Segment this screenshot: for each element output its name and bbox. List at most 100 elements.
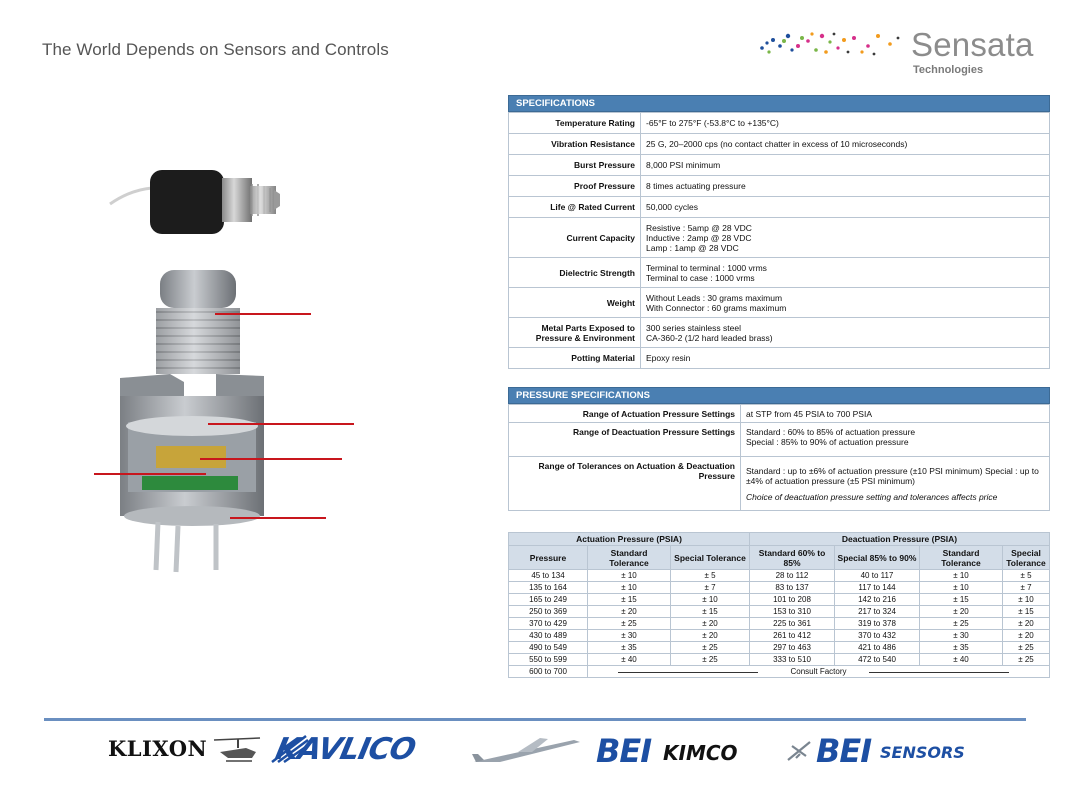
pressure-spec-note: Choice of deactuation pressure setting a… <box>746 491 998 502</box>
table-cell: ± 7 <box>670 581 750 594</box>
pressure-specifications-title: PRESSURE SPECIFICATIONS <box>508 387 1050 404</box>
callout-line-contacts <box>94 473 206 475</box>
pressure-spec-value: Standard : 60% to 85% of actuation press… <box>740 422 1050 457</box>
divider-line <box>869 671 1009 673</box>
footer-divider <box>44 718 1026 721</box>
callout-line-diaphragm <box>208 423 354 425</box>
table-cell: ± 15 <box>919 593 1003 606</box>
table-cell: ± 15 <box>670 605 750 618</box>
table-cell: 297 to 463 <box>749 641 835 654</box>
table-cell: ± 20 <box>670 617 750 630</box>
logo-subtitle: Technologies <box>913 64 984 76</box>
column-header: Special Tolerance <box>1002 545 1050 570</box>
table-cell: ± 40 <box>587 653 671 666</box>
table-cell: 135 to 164 <box>508 581 588 594</box>
spec-value: 50,000 cycles <box>640 196 1050 218</box>
logo-name: Sensata <box>911 26 1034 63</box>
table-cell: ± 35 <box>919 641 1003 654</box>
tagline: The World Depends on Sensors and Control… <box>42 40 389 59</box>
bei-logo: BEI <box>596 732 652 770</box>
column-header: Standard Tolerance <box>587 545 671 570</box>
table-cell: ± 20 <box>670 629 750 642</box>
spec-value: 8 times actuating pressure <box>640 175 1050 197</box>
table-cell: ± 25 <box>670 641 750 654</box>
table-cell: ± 10 <box>1002 593 1050 606</box>
table-row: 600 to 700 Consult Factory <box>508 665 1050 678</box>
table-cell: 28 to 112 <box>749 569 835 582</box>
table-cell: 153 to 310 <box>749 605 835 618</box>
pressure-spec-label: Range of Deactuation Pressure Settings <box>508 422 741 457</box>
pressure-specifications-section: PRESSURE SPECIFICATIONS Range of Actuati… <box>508 387 1050 511</box>
table-cell: 217 to 324 <box>834 605 920 618</box>
table-cell: 600 to 700 <box>508 665 588 678</box>
table-cell: ± 10 <box>587 569 671 582</box>
table-cell: ± 25 <box>587 617 671 630</box>
table-cell: 370 to 432 <box>834 629 920 642</box>
table-cell: ± 25 <box>1002 641 1050 654</box>
pressure-spec-cell: Standard : up to ±6% of actuation pressu… <box>740 456 1050 511</box>
table-cell: 83 to 137 <box>749 581 835 594</box>
table-cell: 430 to 489 <box>508 629 588 642</box>
kimco-logo: KIMCO <box>663 741 738 765</box>
jet-icon <box>787 741 811 761</box>
column-header: Standard Tolerance <box>919 545 1003 570</box>
table-cell: ± 20 <box>1002 617 1050 630</box>
table-cell: ± 35 <box>587 641 671 654</box>
spec-label: Dielectric Strength <box>508 257 641 288</box>
sensors-logo-text: SENSORS <box>880 743 965 762</box>
kavlico-swoosh-icon <box>271 735 310 764</box>
spec-label: Metal Parts Exposed to Pressure & Enviro… <box>508 317 641 348</box>
spec-value: Resistive : 5amp @ 28 VDC Inductive : 2a… <box>640 217 1050 258</box>
column-header: Pressure <box>508 545 588 570</box>
pressure-switch-image <box>109 170 280 573</box>
callout-line-actuator <box>200 458 342 460</box>
klixon-logo: KLIXON <box>108 736 208 761</box>
specifications-title: SPECIFICATIONS <box>508 95 1050 112</box>
spec-label: Proof Pressure <box>508 175 641 197</box>
helicopter-icon <box>213 737 261 762</box>
spec-label: Potting Material <box>508 347 641 369</box>
table-group-header-row: Actuation Pressure (PSIA) Deactuation Pr… <box>508 532 1050 546</box>
sensata-dots-icon <box>760 32 900 56</box>
table-cell: 250 to 369 <box>508 605 588 618</box>
table-cell: 333 to 510 <box>749 653 835 666</box>
spec-value: 25 G, 20–2000 cps (no contact chatter in… <box>640 133 1050 155</box>
column-header: Standard 60% to 85% <box>749 545 835 570</box>
spec-label: Current Capacity <box>508 217 641 258</box>
table-cell: 40 to 117 <box>834 569 920 582</box>
spec-label: Temperature Rating <box>508 112 641 134</box>
pressure-spec-label: Range of Actuation Pressure Settings <box>508 404 741 423</box>
consult-factory-text: Consult Factory <box>790 667 847 676</box>
table-cell: 472 to 540 <box>834 653 920 666</box>
table-cell: ± 7 <box>1002 581 1050 594</box>
table-cell: 117 to 144 <box>834 581 920 594</box>
pressure-spec-label: Range of Tolerances on Actuation & Deact… <box>508 456 741 511</box>
table-cell: 550 to 599 <box>508 653 588 666</box>
divider-line <box>618 671 758 673</box>
spec-value: Epoxy resin <box>640 347 1050 369</box>
spec-label: Weight <box>508 287 641 318</box>
airplane-icon <box>472 738 580 762</box>
pressure-spec-value: Standard : up to ±6% of actuation pressu… <box>746 465 1039 486</box>
table-cell: ± 10 <box>670 593 750 606</box>
kavlico-logo: KAVLICO <box>272 732 419 767</box>
column-header: Special 85% to 90% <box>834 545 920 570</box>
table-cell: ± 10 <box>919 569 1003 582</box>
table-cell: 225 to 361 <box>749 617 835 630</box>
table-cell: ± 15 <box>587 593 671 606</box>
table-cell: ± 25 <box>1002 653 1050 666</box>
table-cell: ± 30 <box>919 629 1003 642</box>
table-cell: 165 to 249 <box>508 593 588 606</box>
